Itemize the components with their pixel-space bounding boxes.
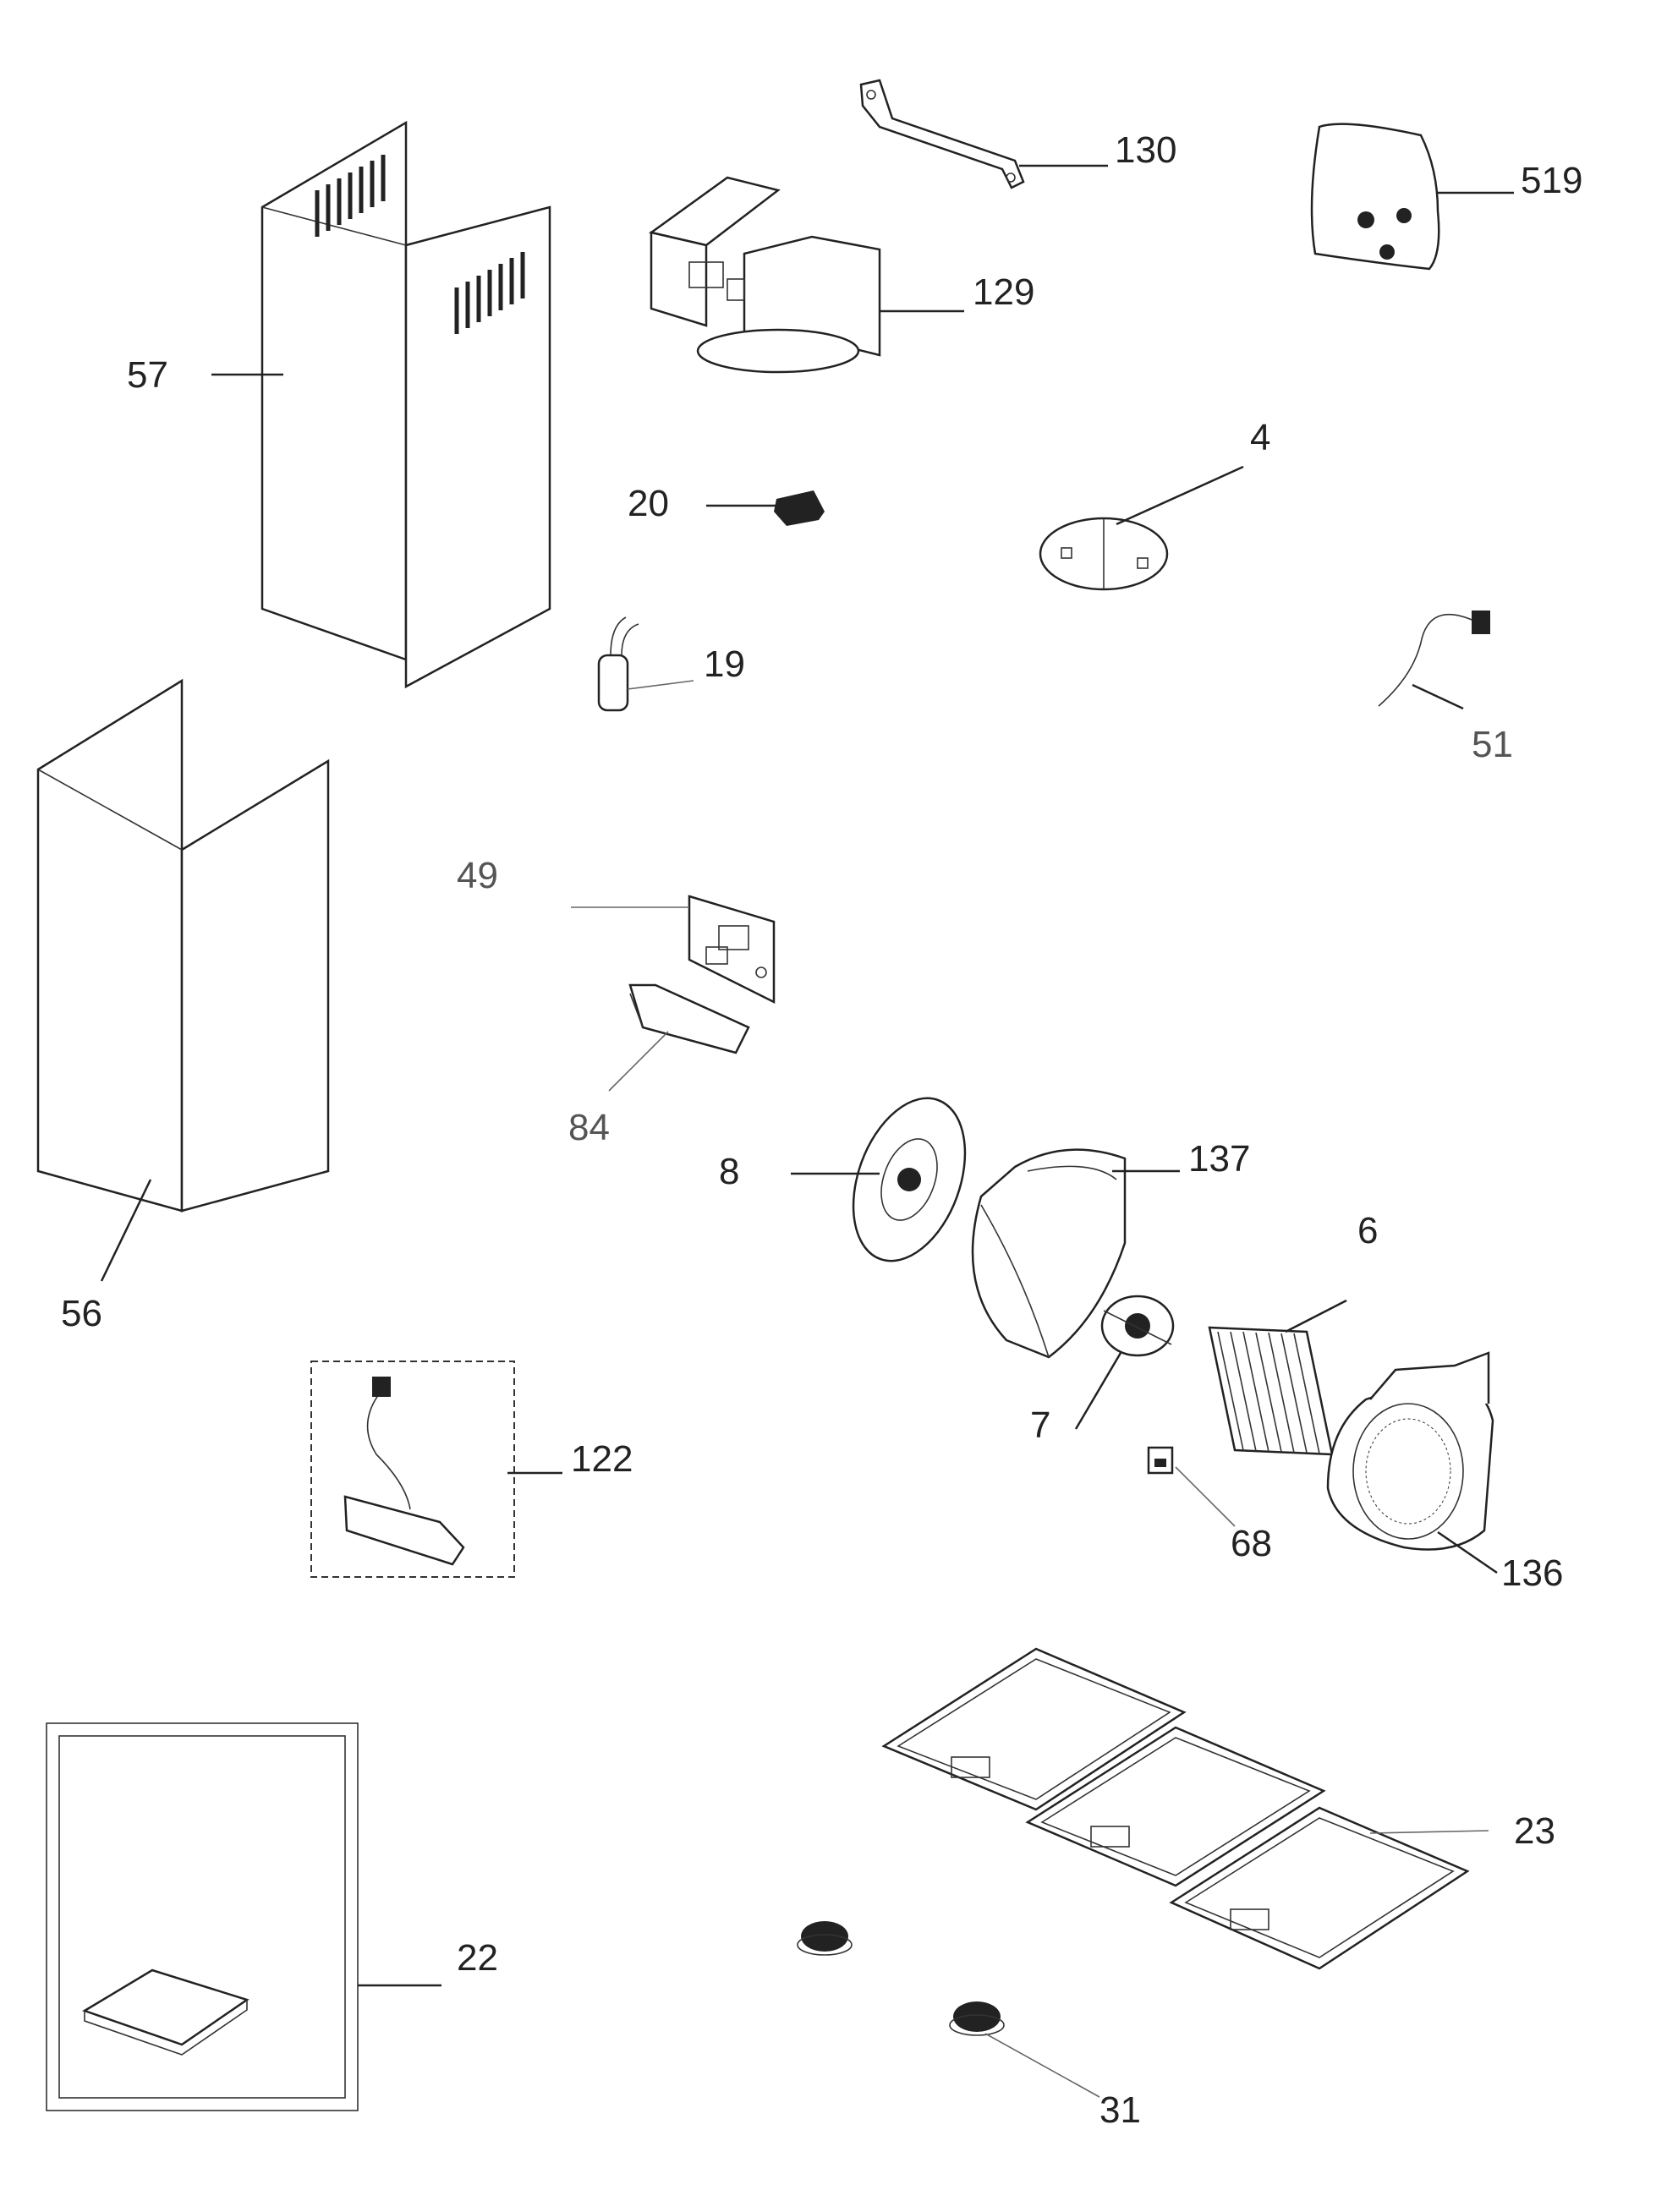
part-label-6: 6 [1357, 1210, 1378, 1251]
grease-filter[interactable] [1025, 1726, 1326, 1887]
vent-slots-right [454, 252, 525, 334]
fan-wheel-6[interactable] [1208, 1326, 1334, 1456]
part-label-129: 129 [973, 271, 1034, 313]
motor-plate-8[interactable] [832, 1083, 985, 1277]
part-label-51: 51 [1472, 724, 1513, 765]
wire-harness-51[interactable] [1378, 610, 1490, 707]
lower-chimney-56[interactable] [36, 678, 330, 1213]
blower-housing-136[interactable] [1326, 1351, 1494, 1551]
part-label-7: 7 [1030, 1404, 1050, 1446]
part-label-8: 8 [719, 1151, 739, 1192]
part-label-49: 49 [457, 855, 498, 896]
part-label-136: 136 [1501, 1552, 1563, 1594]
part-label-57: 57 [127, 354, 168, 396]
scroll-housing-137[interactable] [971, 1148, 1127, 1359]
capacitor-19[interactable] [597, 616, 639, 712]
grease-filter[interactable] [881, 1647, 1187, 1811]
grease-filters-23[interactable] [881, 1647, 1470, 1970]
part-label-68: 68 [1231, 1523, 1272, 1564]
part-label-20: 20 [628, 483, 669, 524]
part-label-122: 122 [571, 1438, 633, 1480]
light-assembly-122[interactable] [310, 1361, 515, 1578]
part-label-519: 519 [1521, 160, 1582, 201]
part-label-137: 137 [1188, 1138, 1250, 1180]
grease-filter[interactable] [1169, 1806, 1470, 1970]
part-label-130: 130 [1115, 129, 1176, 171]
connector-20[interactable] [774, 490, 825, 526]
damper-flap-4[interactable] [1039, 517, 1169, 591]
upper-chimney-57[interactable] [260, 120, 551, 689]
board-cover-84[interactable] [628, 983, 750, 1054]
knob-31[interactable] [949, 2001, 1005, 2036]
fan-blades [1217, 1331, 1320, 1454]
knob-31[interactable] [797, 1921, 853, 1956]
part-label-19: 19 [704, 643, 745, 685]
control-board-49[interactable] [688, 895, 776, 1005]
part-label-22: 22 [457, 1937, 498, 1979]
part-label-31: 31 [1099, 2089, 1141, 2131]
switch-68[interactable] [1147, 1446, 1174, 1475]
part-label-4: 4 [1250, 417, 1270, 458]
vent-slots-left [315, 155, 386, 237]
mounting-bracket-130[interactable] [859, 79, 1025, 189]
manual-22[interactable] [46, 1722, 359, 2111]
air-duct-129[interactable] [649, 176, 881, 374]
part-label-23: 23 [1514, 1810, 1555, 1852]
part-label-84: 84 [568, 1107, 610, 1148]
motor-7[interactable] [1100, 1295, 1175, 1357]
part-label-56: 56 [61, 1293, 102, 1334]
hardware-bag-519[interactable] [1310, 123, 1440, 271]
